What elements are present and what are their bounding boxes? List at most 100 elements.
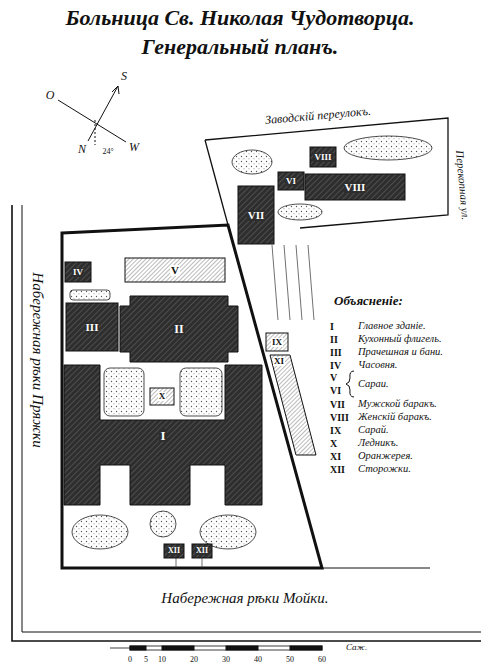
legend-text: Оранжерея.: [358, 450, 413, 462]
building-shape: [120, 296, 238, 362]
building-number: II: [173, 323, 184, 335]
building-number: IX: [271, 338, 283, 347]
garden-bed: [104, 368, 144, 416]
street-name: Набережная рѣки Пряжки: [30, 272, 47, 447]
street-name: Набережная рѣки Мойки.: [161, 590, 328, 607]
garden-bed: [232, 150, 272, 174]
legend-number: X: [330, 438, 337, 449]
scale-number: 5: [144, 656, 148, 665]
building-number: XII: [195, 547, 209, 555]
building: VIII: [310, 147, 336, 167]
scale-bar: [110, 646, 322, 650]
street-edge: [322, 568, 430, 569]
building: X: [150, 388, 174, 405]
legend-text: Сарай.: [358, 424, 389, 436]
garden-bed: [150, 511, 176, 537]
building-outline: [270, 355, 316, 455]
walkway: [272, 245, 278, 320]
building-number: XI: [273, 357, 285, 366]
building-number: XII: [167, 547, 181, 555]
scale-segment: [130, 646, 146, 650]
legend-number: I: [330, 321, 334, 332]
street-name: Заводскій переулокъ.: [265, 105, 372, 127]
scale-segment: [162, 646, 194, 650]
embankment-outer: [12, 205, 481, 641]
legend-bracket: [346, 371, 354, 397]
building-number: X: [158, 392, 167, 401]
building: XII: [164, 544, 184, 558]
embankment-lines: [12, 205, 481, 641]
legend-text: Кухонный флигель.: [358, 333, 442, 345]
gate-post: [176, 558, 177, 568]
building-number: VIII: [313, 153, 332, 162]
walkway: [296, 245, 302, 320]
legend-number: IX: [330, 425, 341, 436]
building: III: [66, 303, 118, 351]
legend-text: Сторожки.: [358, 463, 411, 475]
building-number: III: [85, 322, 100, 333]
scale-frame: [130, 646, 322, 650]
building-shape: [192, 544, 212, 558]
legend-number: IV: [330, 360, 341, 371]
building-shape: [125, 258, 225, 282]
scale-number: 40: [254, 656, 262, 665]
building-shape: [65, 262, 91, 282]
annex-diagonal: [205, 140, 228, 225]
hospital-boundary: [62, 225, 322, 568]
building-shape: [310, 147, 336, 167]
plot-boundaries: [62, 118, 448, 568]
legend-text: Мужской баракъ.: [358, 398, 437, 410]
legend-number: V: [330, 372, 337, 383]
compass: [58, 86, 126, 145]
legend-number: VIII: [330, 412, 349, 423]
scale-number: 30: [222, 656, 230, 665]
legend-text: Ледникъ.: [358, 437, 398, 449]
building-number: I: [159, 429, 166, 442]
garden-bed: [72, 515, 128, 549]
building-number: V: [170, 265, 180, 276]
legend-text: Женскій баракъ.: [358, 411, 432, 423]
compass-reference: [95, 120, 96, 145]
legend-number: VII: [330, 399, 345, 410]
building-shape: [266, 333, 288, 351]
legend-heading: Объясненіе:: [334, 294, 403, 308]
scale-number: 0: [128, 656, 132, 665]
compass-axis: [88, 86, 118, 141]
building-number: VI: [285, 177, 297, 186]
plan-title: Больница Св. Николая Чудотворца. Генерал…: [30, 4, 450, 61]
compass-axis: [58, 100, 126, 142]
building: XII: [192, 544, 212, 558]
building-number: IV: [72, 268, 84, 277]
legend-number: VI: [330, 385, 341, 396]
garden-bed: [180, 368, 222, 416]
compass-arrow: [112, 86, 119, 94]
compass-letter: N: [78, 143, 86, 156]
walkway: [308, 245, 314, 320]
building: XI: [270, 355, 316, 455]
building: I: [64, 365, 262, 505]
garden-bed: [278, 204, 322, 220]
legend-number: III: [330, 347, 342, 358]
scale-segment: [290, 646, 322, 650]
building: V: [125, 258, 225, 282]
building-shape: [150, 388, 174, 405]
building-shape: [270, 355, 316, 455]
garden-bed: [70, 290, 110, 300]
scale-extension: [110, 648, 130, 649]
legend-number: XII: [330, 464, 345, 475]
gate-post: [202, 558, 203, 568]
garden-bed: [344, 136, 432, 160]
building-shape: [164, 544, 184, 558]
building: II: [120, 296, 238, 362]
legend-text: Прачешная и бани.: [358, 346, 443, 358]
building-shape: [64, 365, 262, 505]
scale-segment: [226, 646, 258, 650]
scale-number: 60: [318, 656, 326, 665]
legend-number: XI: [330, 451, 341, 462]
compass-letter: S: [121, 70, 127, 83]
building-shape: [66, 303, 118, 351]
building-number: VII: [247, 210, 266, 221]
legend-text: Часовня.: [358, 359, 397, 371]
legend-number: II: [330, 334, 338, 345]
